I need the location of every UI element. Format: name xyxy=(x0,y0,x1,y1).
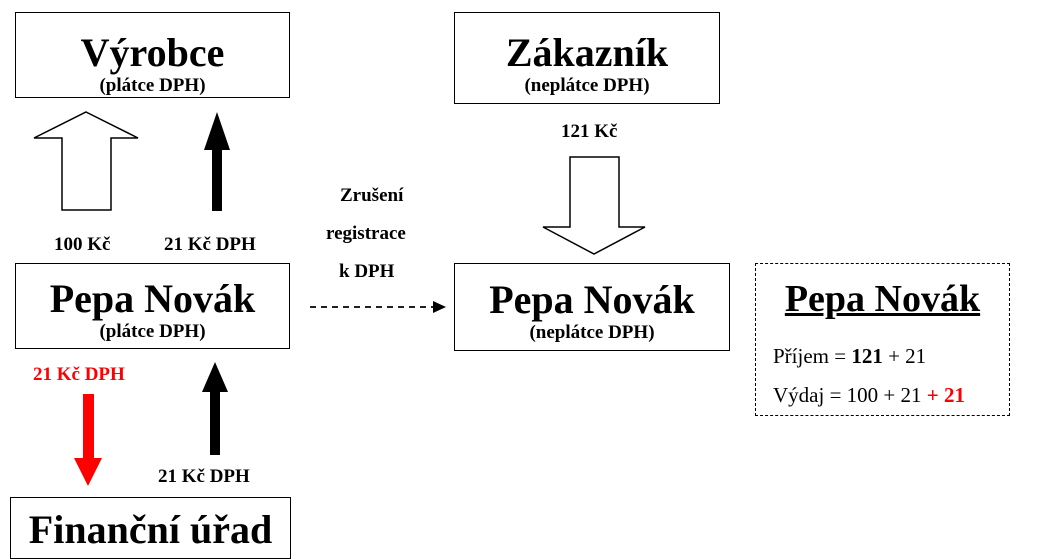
customer-subtitle: (neplátce DPH) xyxy=(524,75,650,96)
hollow-down-arrow xyxy=(542,156,646,255)
producer-box: Výrobce (plátce DPH) xyxy=(15,12,290,98)
summary-title: Pepa Novák xyxy=(784,278,981,320)
expense-prefix: Výdaj = 100 + 21 xyxy=(773,383,927,407)
pepa-payer-subtitle: (plátce DPH) xyxy=(99,321,206,342)
red-down-arrow-vat xyxy=(74,394,102,486)
label-deregistration-3: k DPH xyxy=(339,261,395,282)
dashed-arrow-head xyxy=(433,301,446,313)
pepa-nonpayer-box: Pepa Novák (neplátce DPH) xyxy=(454,263,730,351)
hollow-up-arrow xyxy=(33,111,139,211)
pepa-nonpayer-subtitle: (neplátce DPH) xyxy=(529,322,655,343)
pepa-payer-title: Pepa Novák xyxy=(49,276,256,321)
customer-box: Zákazník (neplátce DPH) xyxy=(454,12,720,104)
pepa-payer-box: Pepa Novák (plátce DPH) xyxy=(15,263,290,349)
summary-expense: Výdaj = 100 + 21 + 21 xyxy=(773,383,965,407)
label-customer-price: 121 Kč xyxy=(561,121,618,142)
income-prefix: Příjem = xyxy=(773,344,852,368)
summary-income: Příjem = 121 + 21 xyxy=(773,344,926,368)
label-price-100: 100 Kč xyxy=(54,234,111,255)
label-vat-from-office: 21 Kč DPH xyxy=(158,466,250,487)
expense-extra: + 21 xyxy=(926,383,965,407)
label-vat-to-office: 21 Kč DPH xyxy=(33,364,125,385)
income-suffix: + 21 xyxy=(882,344,927,368)
pepa-nonpayer-title: Pepa Novák xyxy=(489,277,695,322)
black-up-arrow-vat xyxy=(204,112,230,211)
income-value: 121 xyxy=(851,344,883,368)
tax-office-box: Finanční úřad xyxy=(10,497,291,559)
producer-title: Výrobce xyxy=(80,30,225,75)
customer-title: Zákazník xyxy=(505,30,669,75)
producer-subtitle: (plátce DPH) xyxy=(99,75,206,96)
label-vat-to-producer: 21 Kč DPH xyxy=(164,234,256,255)
label-deregistration-2: registrace xyxy=(326,223,406,244)
black-up-arrow-refund xyxy=(202,362,228,455)
tax-office-title: Finanční úřad xyxy=(28,507,273,552)
summary-box: Pepa Novák Příjem = 121 + 21 Výdaj = 100… xyxy=(755,263,1010,416)
label-deregistration-1: Zrušení xyxy=(340,185,404,206)
